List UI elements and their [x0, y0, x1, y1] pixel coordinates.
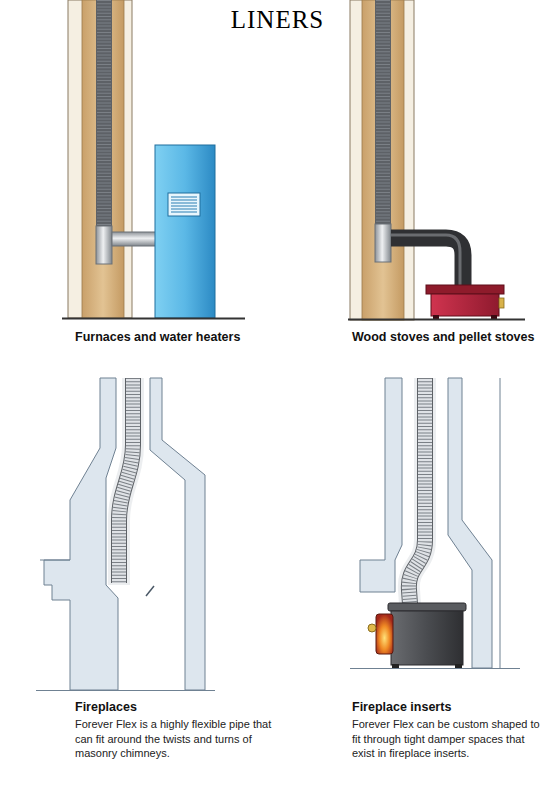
liner-corrugation [409, 378, 425, 604]
hearth-floor [350, 668, 520, 669]
furnace-cabinet [155, 145, 215, 318]
liner-pipe [97, 0, 111, 230]
stovepipe [391, 238, 463, 287]
caption-text-slot: Forever Flex is a highly flexible pipe t… [75, 717, 280, 761]
tee-fitting [375, 224, 391, 262]
chimney-flue [362, 0, 404, 320]
connector-pipe [112, 232, 156, 246]
liner-outline [96, 0, 112, 230]
stove-leg [433, 315, 439, 319]
liner-outline [409, 378, 425, 604]
door-handle [368, 624, 376, 632]
floor-line [62, 318, 245, 320]
caption-heading: Fireplaces [75, 700, 137, 714]
insert-foot [392, 664, 399, 668]
chimney-wall [350, 0, 414, 320]
caption-heading-slot: Wood stoves and pellet stoves [352, 330, 534, 344]
grille-slats [171, 197, 197, 212]
grille-slats [171, 200, 197, 201]
caption-heading: Furnaces and water heaters [75, 330, 240, 344]
liner-outline [119, 378, 133, 583]
caption-heading: Wood stoves and pellet stoves [352, 330, 534, 344]
stove-handle [499, 298, 504, 308]
stovepipe-highlight [391, 235, 460, 287]
insulation-shade [409, 378, 425, 604]
liner-pipe [409, 378, 425, 604]
liner-corrugation [119, 378, 133, 583]
caption-text: Forever Flex is a highly flexible pipe t… [75, 717, 280, 761]
grille-slats [171, 206, 197, 207]
grille-slats [171, 203, 197, 204]
tee-fitting [96, 226, 112, 264]
caption-heading-slot: Fireplaces [75, 700, 137, 714]
stove-leg [491, 315, 497, 319]
insert-body [391, 611, 463, 665]
caption-heading-slot: Furnaces and water heaters [75, 330, 240, 344]
insert-foot [455, 664, 462, 668]
insert-panel [350, 378, 520, 669]
grille-slats [171, 197, 197, 198]
stove-top [426, 285, 504, 294]
chimney-wall [68, 0, 132, 318]
floor-line [348, 319, 525, 321]
vent-grille [168, 193, 200, 216]
caption-heading: Fireplace inserts [352, 700, 451, 714]
grille-slats [171, 209, 197, 210]
mantel-edge [40, 560, 70, 561]
diagram-title: LINERS [0, 6, 555, 34]
liner-corrugation [376, 0, 390, 228]
grille-slats [171, 212, 197, 213]
diagram-title-slot: LINERS [0, 6, 555, 34]
liner-pipe [119, 378, 133, 583]
insert-top [388, 603, 466, 611]
liner-insulation [119, 378, 133, 585]
furnace-panel [62, 0, 245, 319]
masonry-right [150, 378, 205, 690]
liner-pipe [376, 0, 390, 228]
insulation-shade [119, 378, 133, 585]
chimney-flue [82, 0, 124, 318]
liner-outline [375, 0, 391, 228]
caption-text: Forever Flex can be custom shaped to fit… [352, 717, 544, 761]
liner-insulation [409, 378, 425, 604]
caption-heading-slot: Fireplace inserts [352, 700, 451, 714]
fire-door [376, 614, 393, 654]
caption-text-slot: Forever Flex can be custom shaped to fit… [352, 717, 544, 761]
masonry-left [44, 378, 118, 690]
stove-body [431, 294, 499, 316]
chimney-outer [500, 378, 501, 668]
masonry-left [360, 378, 402, 592]
liner-corrugation [97, 0, 111, 230]
hearth-floor [36, 690, 215, 691]
fireplace-panel [36, 378, 215, 691]
damper-plate [146, 586, 154, 596]
stove-panel [348, 0, 525, 320]
